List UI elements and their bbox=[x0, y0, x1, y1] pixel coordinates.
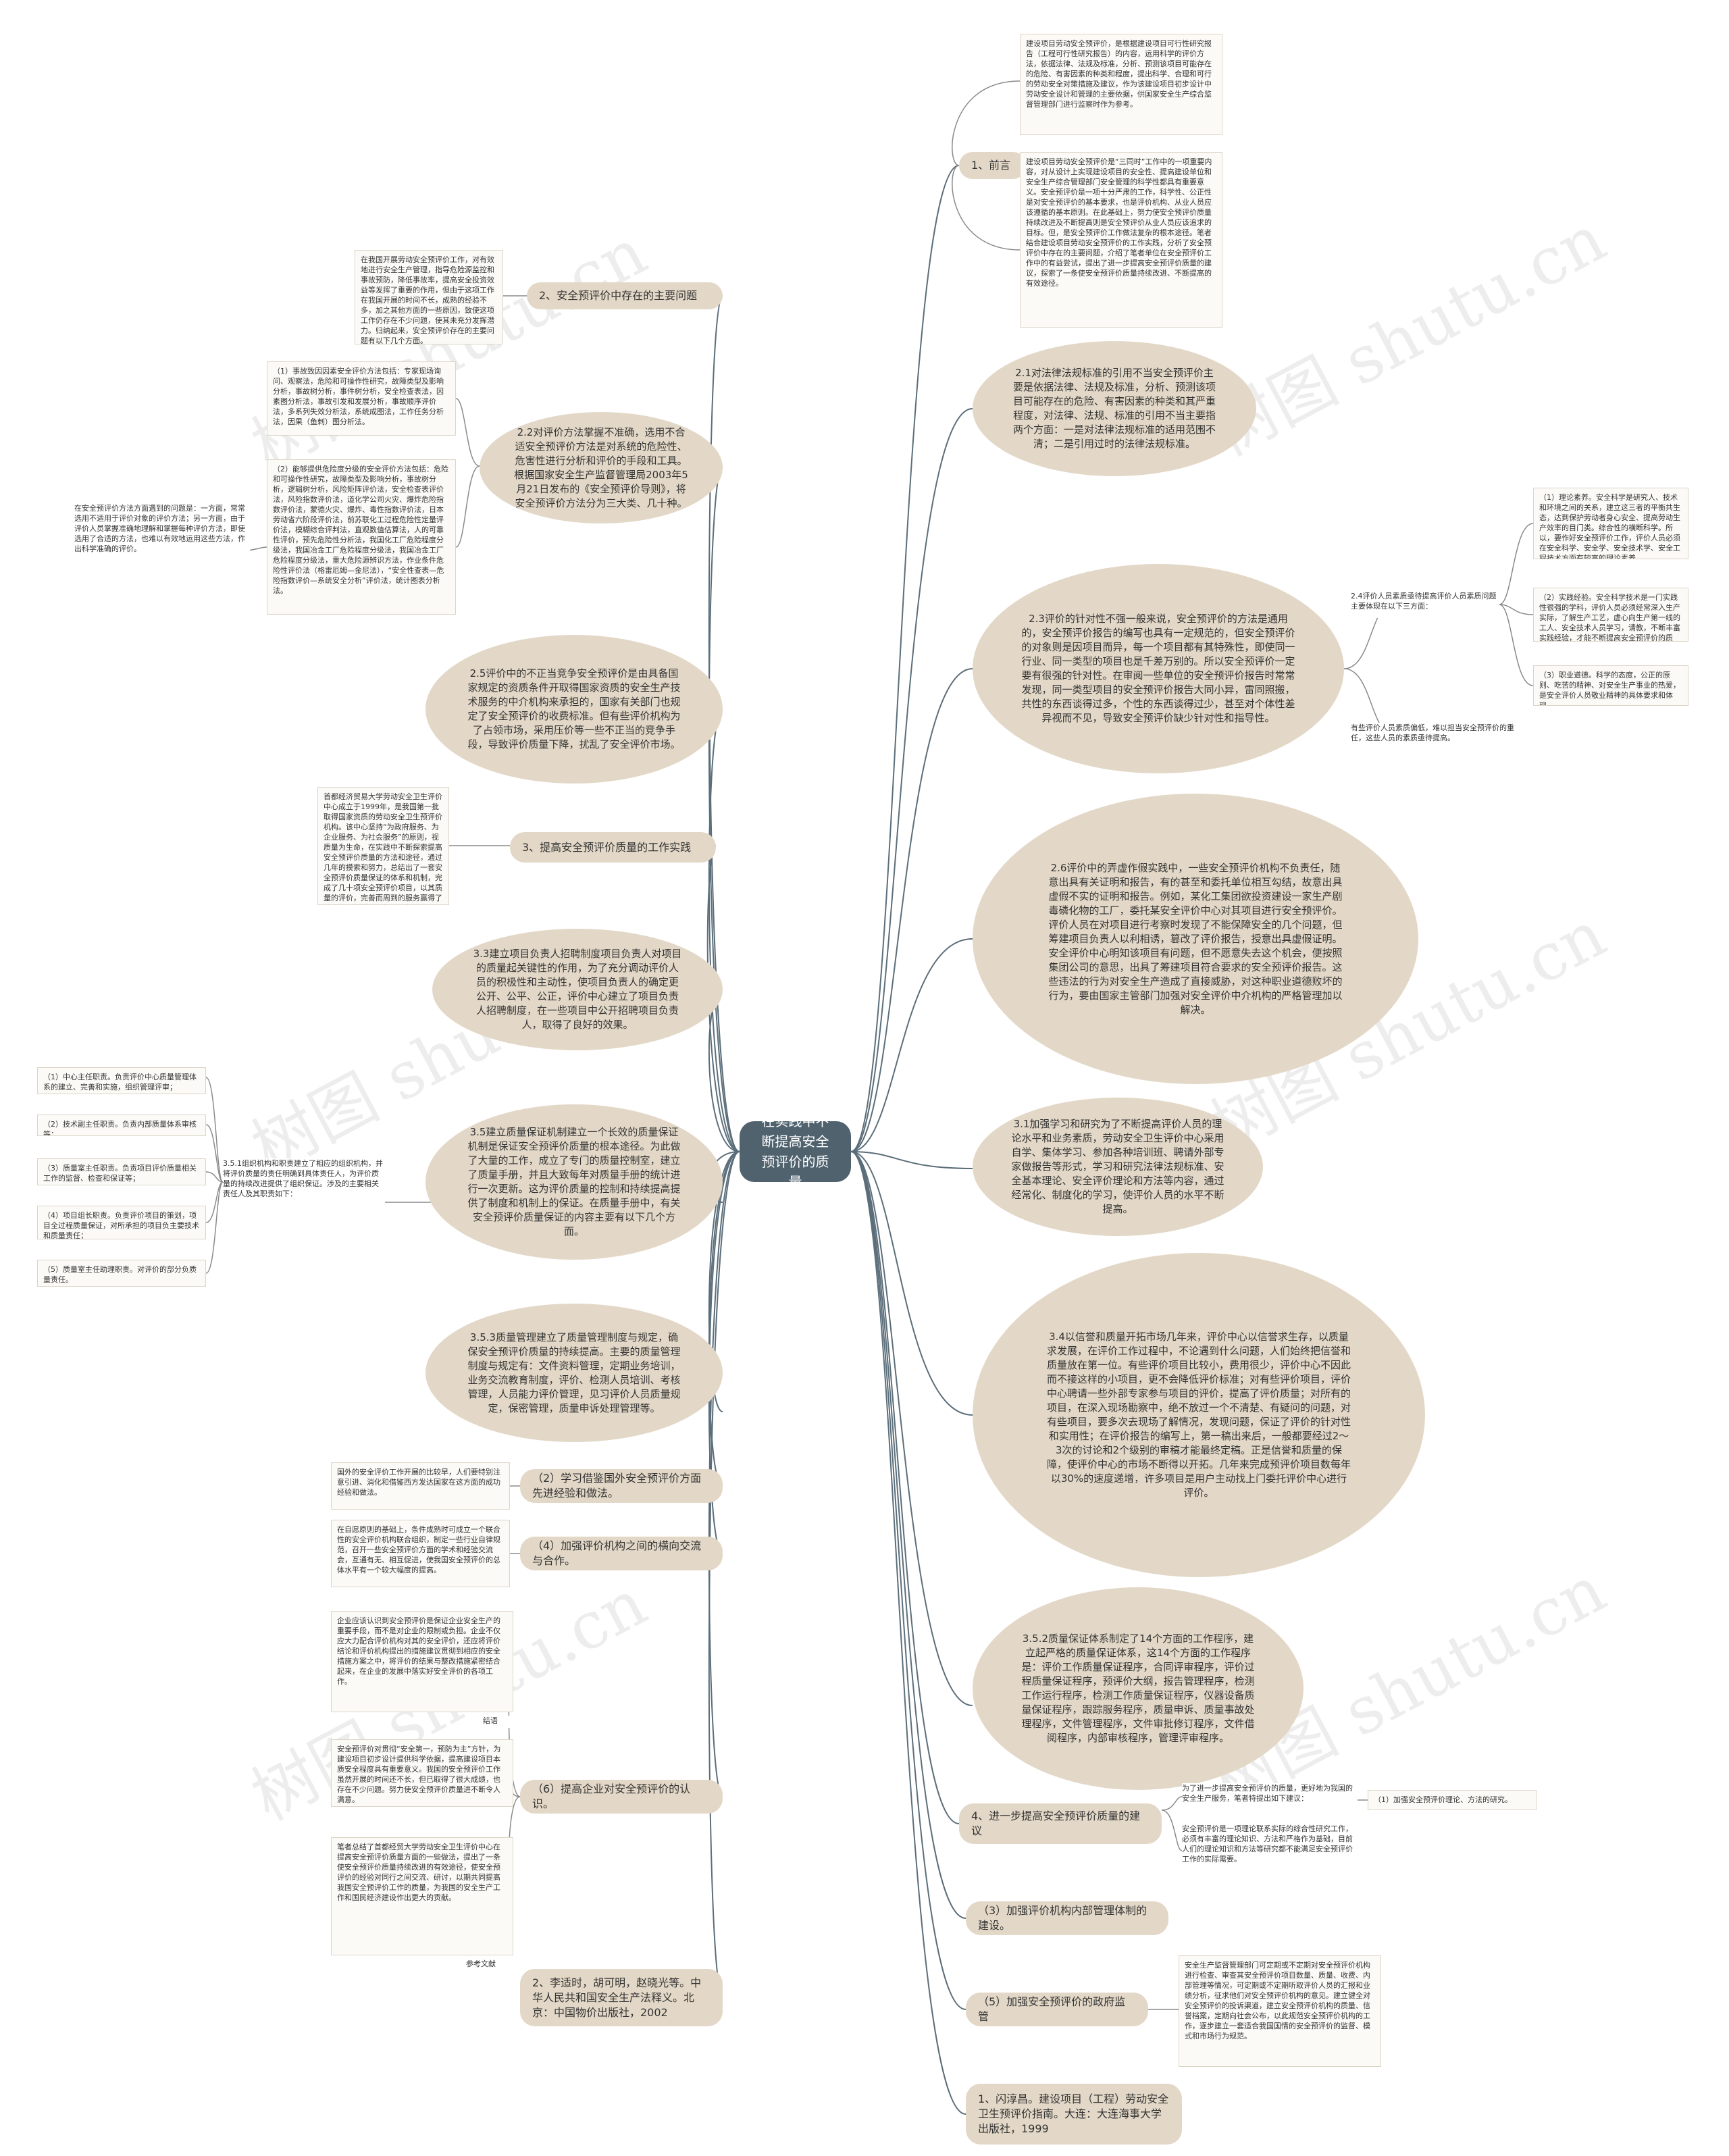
edge-sub bbox=[205, 1181, 224, 1223]
note-5-supervision: 安全生产监督管理部门可定期或不定期对安全预评价机构进行检查、审查其安全预评价项目… bbox=[1179, 1955, 1381, 2067]
node-2-6-fraud[interactable]: 2.6评价中的弄虚作假实践中，一些安全预评价机构不负责任，随意出具有关证明和报告… bbox=[973, 794, 1418, 1084]
node-2-3-lack-of-focus[interactable]: 2.3评价的针对性不强一般来说，安全预评价的方法是通用的，安全预评价报告的编写也… bbox=[973, 564, 1344, 773]
edge bbox=[708, 465, 740, 1152]
label-references: 参考文献 bbox=[466, 1959, 513, 1971]
edge bbox=[850, 1151, 973, 1706]
edge bbox=[850, 668, 973, 1152]
note-3-5-1-item-4: （4）项目组长职责。负责评价项目的策划，项目全过程质量保证，对所承担的项目负主要… bbox=[37, 1206, 206, 1239]
node-3-5-2-quality-system[interactable]: 3.5.2质量保证体系制定了14个方面的工作程序，建立起严格的质量保证体系，这1… bbox=[973, 1587, 1304, 1790]
edge-sub bbox=[455, 465, 480, 548]
edge bbox=[850, 1151, 973, 1169]
edge bbox=[708, 1151, 740, 1412]
node-preface[interactable]: 1、前言 bbox=[959, 152, 1027, 179]
note-2-4-item-1: （1）理论素养。安全科学是研究人、技术和环境之间的关系，建立这三者的平衡共生态，… bbox=[1533, 488, 1688, 559]
edge-sub bbox=[205, 1171, 224, 1183]
node-3-internal-management[interactable]: （3）加强评价机构内部管理体制的建设。 bbox=[966, 1901, 1168, 1935]
note-preface-2: 建设项目劳动安全预评价是“三同时”工作中的一项重要内容，对从设计上实现建设项目的… bbox=[1020, 152, 1222, 328]
note-2-learn-abroad: 国外的安全评价工作开展的比较早，人们要特别注意引进、消化和借鉴西方发达国家在这方… bbox=[331, 1462, 510, 1510]
node-ref-1[interactable]: 1、闪淳昌。建设项目（工程）劳动安全卫生预评价指南。大连：大连海事大学出版社，1… bbox=[966, 2084, 1182, 2145]
edge bbox=[850, 165, 960, 1152]
node-2-main-problems[interactable]: 2、安全预评价中存在的主要问题 bbox=[527, 282, 723, 309]
label-conclusion: 结语 bbox=[483, 1716, 513, 1728]
edge-sub bbox=[1499, 604, 1534, 615]
note-6-a: 企业应该认识到安全预评价是保证企业安全生产的重要手段，而不是对企业的限制或负担。… bbox=[331, 1611, 513, 1712]
edge bbox=[850, 1151, 966, 2010]
edge-sub bbox=[952, 165, 1021, 251]
note-2-main-problems: 在我国开展劳动安全预评价工作，对有效地进行安全生产管理，指导危险源监控和事故预防… bbox=[355, 250, 503, 344]
edge-sub bbox=[205, 1181, 224, 1274]
node-2-2-methods[interactable]: 2.2对评价方法掌握不准确，选用不合适安全预评价方法是对系统的危险性、危害性进行… bbox=[480, 412, 723, 523]
edge bbox=[708, 1151, 740, 1997]
note-3-5-1-item-2: （2）技术副主任职责。负责内部质量体系审核等； bbox=[37, 1114, 206, 1136]
node-5-government-supervision[interactable]: （5）加强安全预评价的政府监管 bbox=[966, 1993, 1148, 2026]
edge-sub bbox=[205, 1077, 224, 1183]
note-6-b: 安全预评价对贯彻“安全第一，预防为主”方针，为建设项目初步设计提供科学依据，提高… bbox=[331, 1739, 513, 1807]
edge-sub bbox=[952, 80, 1021, 166]
label-3-5-1-organization: 3.5.1组织机构和职责建立了相应的组织机构，并将评价质量的责任明确到具体责任人… bbox=[223, 1158, 385, 1202]
node-2-5-competition[interactable]: 2.5评价中的不正当竞争安全预评价是由具备国家规定的资质条件开取得国家资质的安全… bbox=[425, 635, 723, 784]
edge-sub bbox=[1161, 1796, 1183, 1811]
edge bbox=[850, 408, 973, 1152]
label-4-intro: 为了进一步提高安全预评价的质量，更好地为我国的安全生产服务，笔者特提出如下建议： bbox=[1182, 1783, 1358, 1810]
note-2-2-b: （2）能够提供危险度分级的安全评价方法包括：危险和可操作性研究，故障类型及影响分… bbox=[267, 459, 456, 615]
label-2-2-c: 在安全预评价方法方面遇到的问题是：一方面，常常选用不适用于评价对象的评价方法；另… bbox=[74, 503, 250, 571]
node-3-5-3-quality-management[interactable]: 3.5.3质量管理建立了质量管理制度与规定，确保安全预评价质量的持续提高。主要的… bbox=[425, 1304, 723, 1442]
node-2-learn-abroad[interactable]: （2）学习借鉴国外安全预评价方面先进经验和做法。 bbox=[520, 1469, 723, 1503]
edge bbox=[850, 1151, 966, 2115]
edge-sub bbox=[1499, 604, 1534, 686]
edge-sub bbox=[455, 398, 480, 467]
note-3-practice: 首都经济贸易大学劳动安全卫生评价中心成立于1999年，是我国第一批取得国家资质的… bbox=[317, 787, 449, 905]
note-2-2-a: （1）事故致因因素安全评价方法包括：专家现场询问、观察法，危险和可操作性研究，故… bbox=[267, 361, 456, 436]
note-2-4-item-2: （2）实践经验。安全科学技术是一门实践性很强的学科，评价人员必须经常深入生产实际… bbox=[1533, 588, 1688, 642]
note-3-5-1-item-1: （1）中心主任职责。负责评价中心质量管理体系的建立、完善和实施，组织管理评审； bbox=[37, 1067, 206, 1094]
note-3-5-1-item-5: （5）质量室主任助理职责。对评价的部分负质量责任。 bbox=[37, 1260, 206, 1287]
edge bbox=[850, 938, 973, 1152]
label-2-4-tail: 有些评价人员素质偏低，难以担当安全预评价的重任，这些人员的素质亟待提高。 bbox=[1351, 723, 1526, 744]
node-4-cooperation[interactable]: （4）加强评价机构之间的横向交流与合作。 bbox=[520, 1537, 723, 1570]
node-3-3-recruitment[interactable]: 3.3建立项目负责人招聘制度项目负责人对项目的质量起关键性的作用，为了充分调动评… bbox=[432, 929, 723, 1050]
node-3-practice[interactable]: 3、提高安全预评价质量的工作实践 bbox=[510, 832, 716, 863]
note-4-item-1: （1）加强安全预评价理论、方法的研究。 bbox=[1368, 1790, 1537, 1810]
edge bbox=[708, 1151, 740, 1487]
edge bbox=[850, 1151, 966, 1919]
label-2-4-evaluator-quality: 2.4评价人员素质亟待提高评价人员素质问题主要体现在以下三方面： bbox=[1351, 591, 1499, 618]
root-topic[interactable]: 在实践中不断提高安全预评价的质量 bbox=[740, 1113, 851, 1190]
edge-sub bbox=[1161, 1810, 1183, 1851]
edge bbox=[850, 1151, 973, 1416]
note-4-cooperation: 在自愿原则的基础上，条件成熟时可成立一个联合性的安全评价机构联合组织，制定一些行… bbox=[331, 1520, 510, 1587]
note-3-5-1-item-3: （3）质量室主任职责。负责项目评价质量相关工作的监督、检查和保证等； bbox=[37, 1158, 206, 1185]
note-6-c: 笔者总结了首都经贸大学劳动安全卫生评价中心在提高安全预评价质量方面的一些做法，提… bbox=[331, 1837, 513, 1955]
note-preface-1: 建设项目劳动安全预评价，是根据建设项目可行性研究报告（工程可行性研究报告）的内容… bbox=[1020, 34, 1222, 135]
node-3-5-quality-mechanism[interactable]: 3.5建立质量保证机制建立一个长效的质量保证机制是保证安全预评价质量的根本途径。… bbox=[425, 1104, 723, 1260]
node-ref-2[interactable]: 2、李适时，胡可明，赵晓光等。中华人民共和国安全生产法释义。北京：中国物价出版社… bbox=[520, 1969, 723, 2026]
edge-sub bbox=[1499, 523, 1534, 605]
node-3-4-reputation[interactable]: 3.4以信誉和质量开拓市场几年来，评价中心以信誉求生存，以质量求发展，在评价工作… bbox=[973, 1253, 1425, 1577]
edge-sub bbox=[205, 1124, 224, 1183]
node-3-1-learning[interactable]: 3.1加强学习和研究为了不断提高评价人员的理论水平和业务素质，劳动安全卫生评价中… bbox=[973, 1098, 1263, 1236]
node-2-1-law-citation[interactable]: 2.1对法律法规标准的引用不当安全预评价主要是依据法律、法规及标准，分析、预测该… bbox=[973, 341, 1256, 476]
note-2-4-item-3: （3）职业道德。科学的态度，公正的原则、吃苦的精神、对安全生产事业的热爱，是安全… bbox=[1533, 665, 1688, 706]
label-4-detail: 安全预评价是一项理论联系实际的综合性研究工作，必须有丰富的理论知识、方法和严格作… bbox=[1182, 1824, 1358, 1878]
edge bbox=[850, 1151, 960, 1824]
node-4-suggestions[interactable]: 4、进一步提高安全预评价质量的建议 bbox=[959, 1803, 1162, 1844]
node-6-enterprise-awareness[interactable]: （6）提高企业对安全预评价的认识。 bbox=[520, 1780, 723, 1814]
edge bbox=[708, 709, 740, 1152]
